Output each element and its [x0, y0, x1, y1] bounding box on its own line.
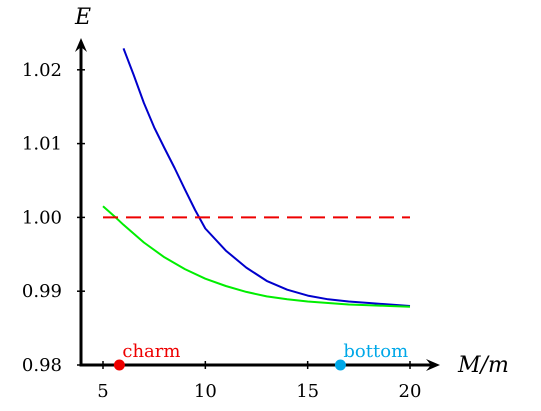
markers-layer: charm bottom: [113, 341, 408, 371]
x-tick-label: 15: [296, 381, 319, 402]
y-axis-arrow: [75, 38, 87, 52]
y-tick-label: 1.02: [22, 60, 62, 81]
x-axis-label: M/m: [457, 353, 509, 378]
series-line-2: [102, 205, 411, 308]
bottom-marker-label: bottom: [343, 341, 408, 362]
y-tick-label: 1.00: [22, 207, 62, 228]
series-layer: [102, 48, 411, 308]
series-line-1: [122, 48, 411, 307]
bottom-marker-dot: [334, 359, 346, 371]
charm-marker-label: charm: [122, 341, 180, 362]
y-axis-label: E: [74, 5, 91, 30]
charm-marker-dot: [113, 359, 125, 371]
x-axis-arrow: [426, 359, 440, 371]
ticks-layer: 5 10 15 20 0.98 0.99 1.00 1.01 1.02: [22, 60, 422, 402]
axes-layer: [75, 38, 440, 371]
y-tick-label: 0.99: [22, 281, 62, 302]
x-tick-label: 10: [194, 381, 217, 402]
y-tick-label: 1.01: [22, 134, 62, 155]
x-tick-label: 20: [399, 381, 422, 402]
x-tick-label: 5: [97, 381, 108, 402]
y-tick-label: 0.98: [22, 355, 62, 376]
